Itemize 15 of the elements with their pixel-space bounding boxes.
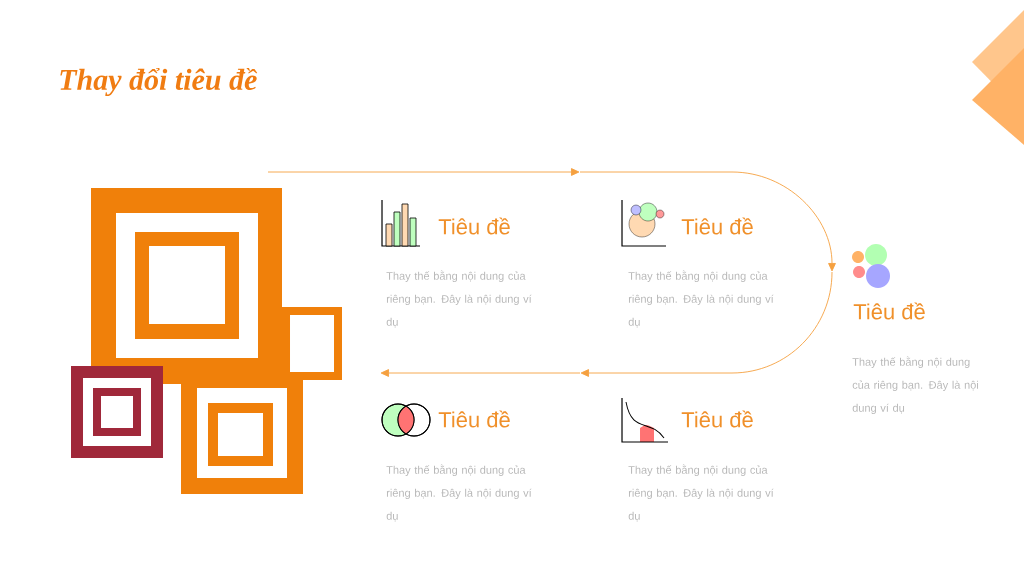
item-title: Tiêu đề [853, 302, 925, 320]
item-description: Thay thế bằng nội dung của riêng bạn. Đây là nội dung ví dụ [628, 464, 774, 522]
item-title: Tiêu đề [438, 410, 510, 428]
slide-title: Thay đổi tiêu đề [60, 67, 258, 97]
arrow [580, 271, 833, 377]
item-title: Tiêu đề [681, 410, 753, 428]
arrow [579, 171, 836, 272]
item-description: Thay thế bằng nội dung của riêng bạn. Đây là nội dung ví dụ [386, 270, 532, 328]
item-description: Thay thế bằng nội dung của riêng bạn. Đây là nội dung ví dụ [852, 356, 978, 414]
item-title: Tiêu đề [681, 217, 753, 235]
item-title: Tiêu đề [438, 217, 510, 235]
item-description: Thay thế bằng nội dung của riêng bạn. Đây là nội dung ví dụ [386, 464, 532, 522]
arrow [267, 168, 580, 176]
item-description: Thay thế bằng nội dung của riêng bạn. Đây là nội dung ví dụ [628, 270, 774, 328]
arrow [380, 369, 581, 377]
